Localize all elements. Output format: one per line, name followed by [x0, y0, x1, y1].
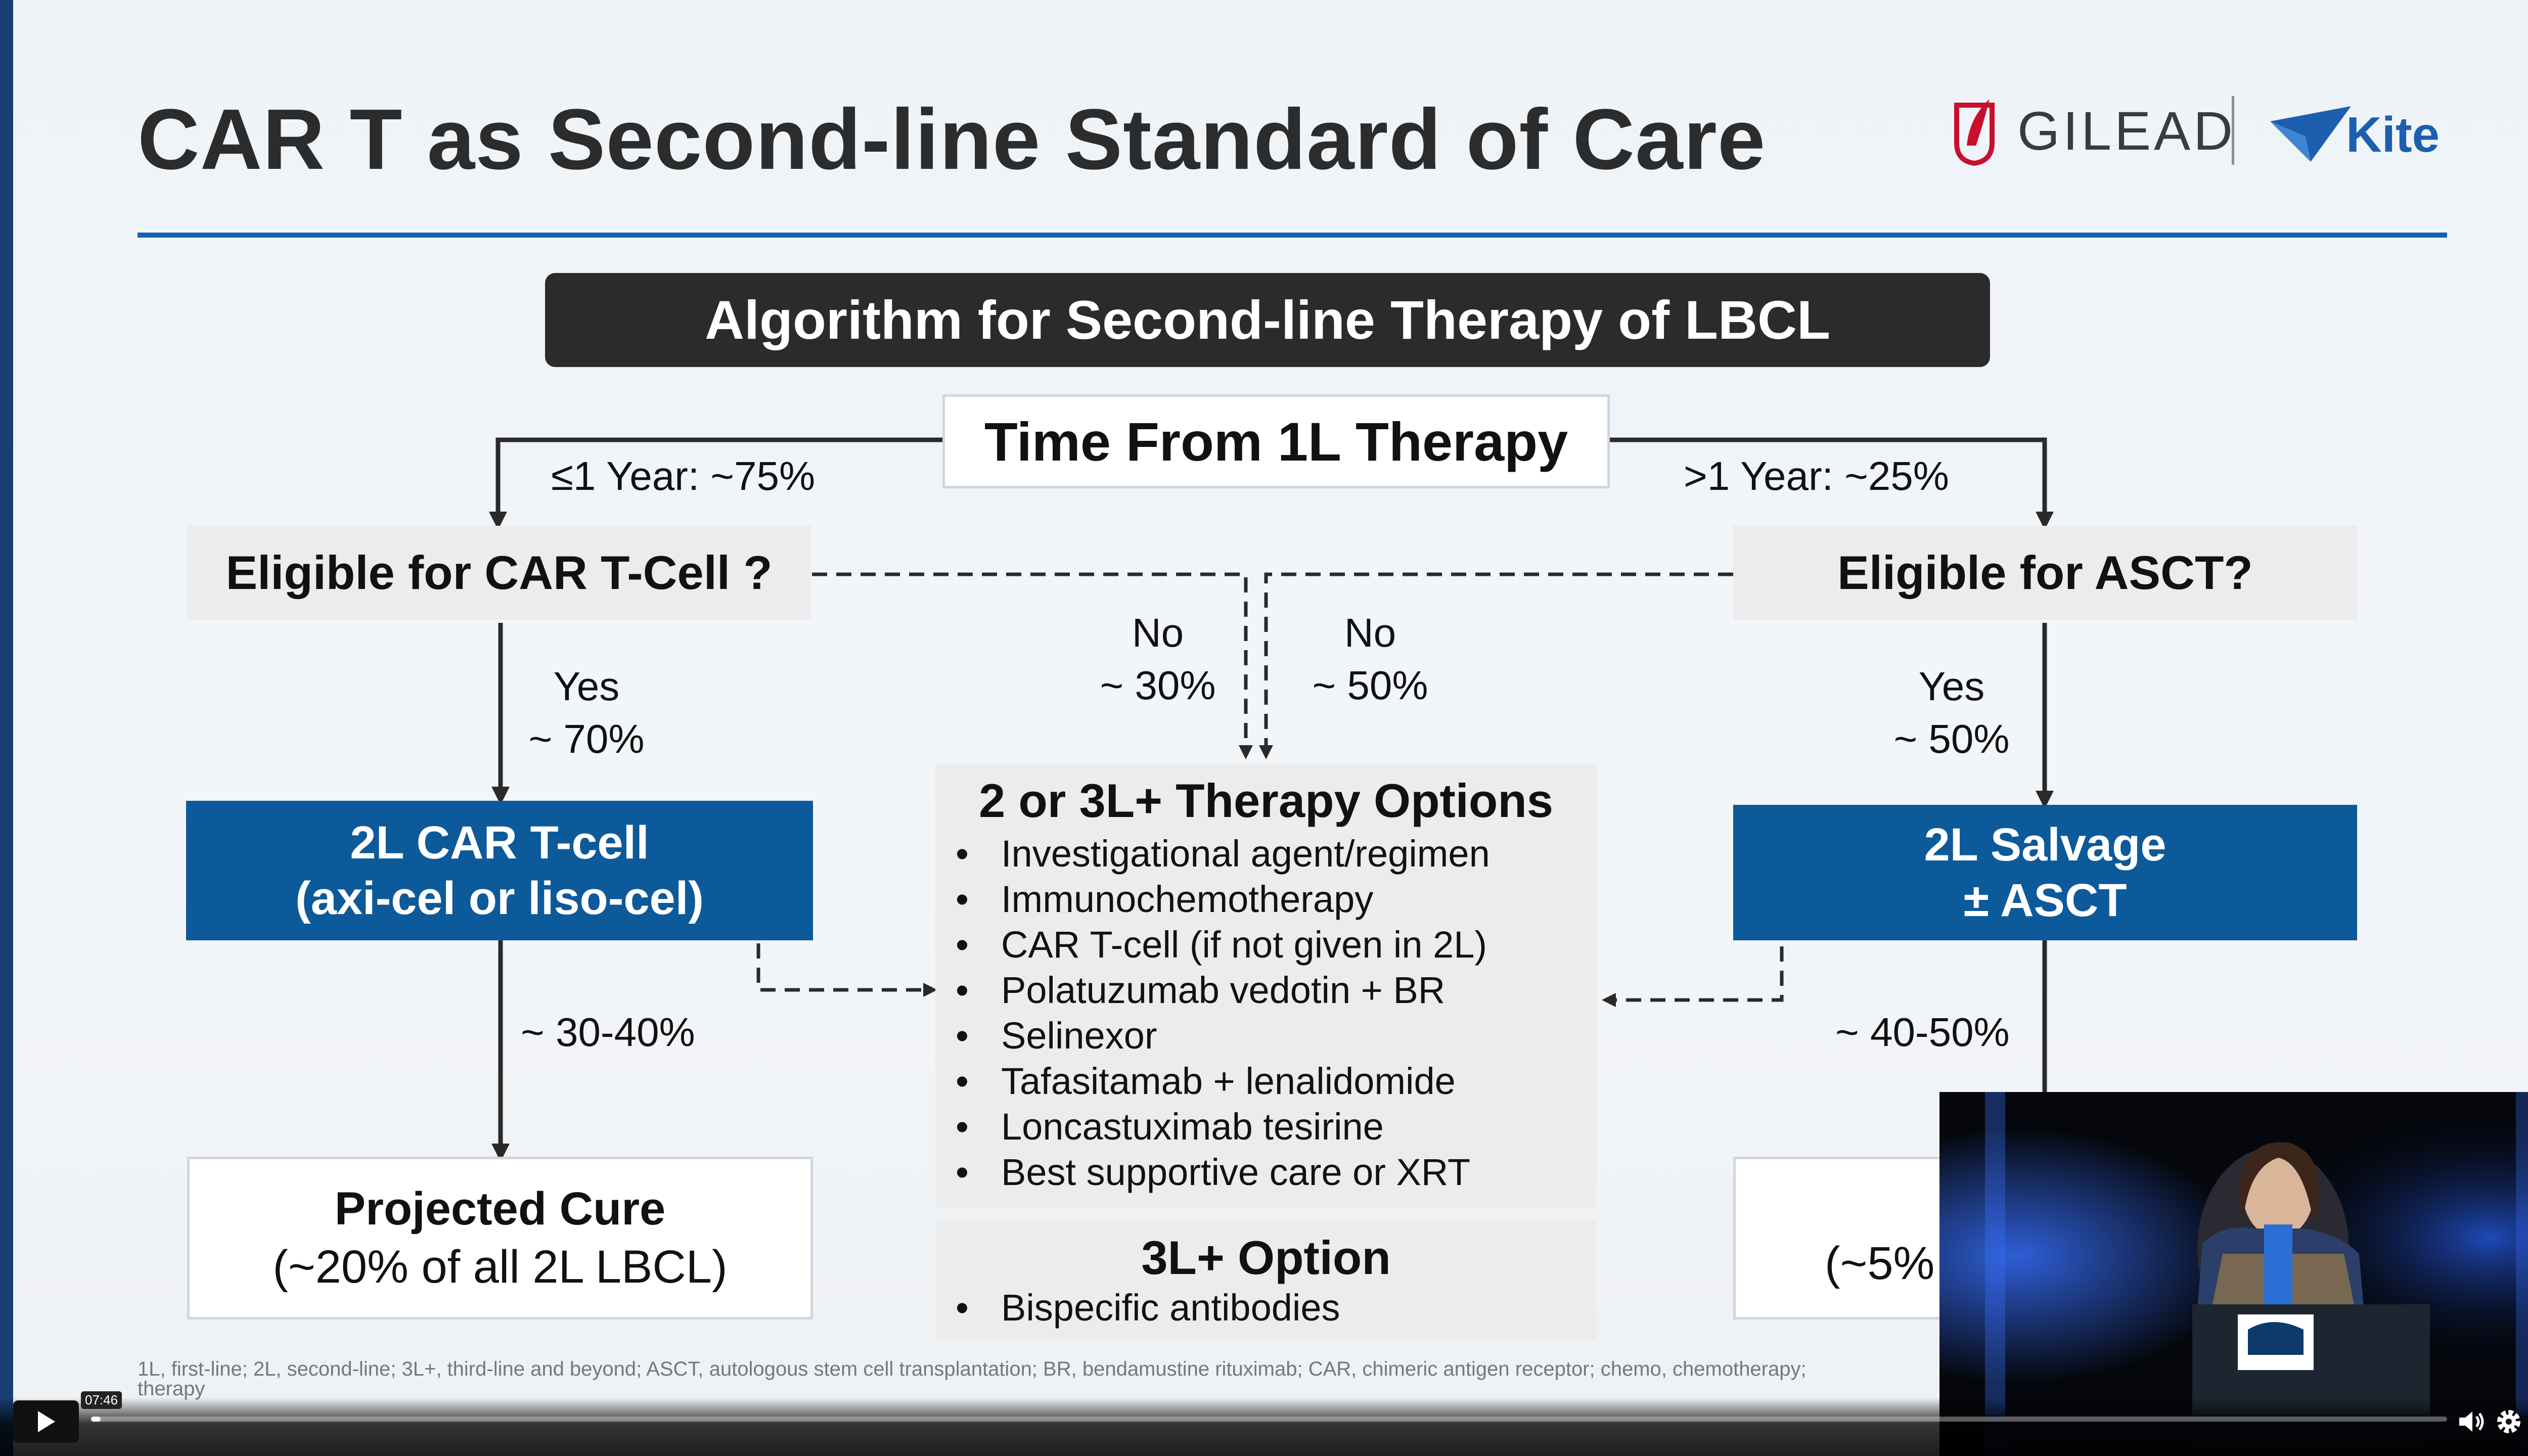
therapy-option-item: Immunochemotherapy — [935, 877, 1597, 922]
slide-footnote: 1L, first-line; 2L, second-line; 3L+, th… — [138, 1358, 1807, 1400]
connector-time-left — [489, 437, 942, 530]
connector-time-right — [1610, 437, 2054, 530]
gilead-logo-icon — [1954, 99, 1995, 166]
therapy-option-item: Investigational agent/regimen — [935, 831, 1597, 877]
playback-time: 07:46 — [81, 1391, 122, 1409]
connector-salvage-to-options — [1602, 946, 1784, 1007]
therapy-option-item: Best supportive care or XRT — [935, 1150, 1597, 1195]
kite-logo: Kite — [2346, 107, 2440, 162]
third-line-option-item: Bispecific antibodies — [935, 1285, 1597, 1331]
therapy-options-list: Investigational agent/regimen Immunochem… — [935, 831, 1597, 1195]
connector-no-right — [1259, 572, 1733, 759]
therapy-option-item: Polatuzumab vedotin + BR — [935, 968, 1597, 1013]
projected-cure-box: Projected Cure (~20% of all 2L LBCL) — [187, 1157, 813, 1320]
therapy-option-item: CAR T-cell (if not given in 2L) — [935, 922, 1597, 968]
left-branch-label: ≤1 Year: ~75% — [551, 453, 816, 498]
player-controls-bar — [0, 1397, 2528, 1456]
play-button[interactable] — [13, 1400, 79, 1443]
speaker-video-overlay[interactable] — [1939, 1092, 2528, 1456]
logo-divider — [2232, 96, 2234, 165]
left-accent-bar — [0, 0, 13, 1456]
eligible-asct-box: Eligible for ASCT? — [1733, 526, 2357, 620]
title-underline — [138, 233, 2447, 238]
salvage-asct-box: 2L Salvage ± ASCT — [1733, 805, 2357, 940]
progress-fill — [91, 1417, 101, 1422]
connector-car-to-options — [756, 943, 937, 997]
time-from-1l-box: Time From 1L Therapy — [942, 394, 1610, 488]
therapy-options-heading: 2 or 3L+ Therapy Options — [978, 774, 1554, 827]
settings-gear-icon[interactable] — [2493, 1405, 2525, 1438]
third-line-option-heading: 3L+ Option — [1141, 1231, 1391, 1284]
speaker-video-frame — [1939, 1092, 2528, 1456]
volume-icon[interactable] — [2455, 1405, 2488, 1438]
no-left-label: No ~ 30% — [1100, 610, 1216, 708]
third-line-option-box: 3L+ Option Bispecific antibodies — [935, 1220, 1597, 1340]
car-t-cell-2l-box: 2L CAR T-cell (axi-cel or liso-cel) — [186, 801, 813, 940]
therapy-option-item: Tafasitamab + lenalidomide — [935, 1059, 1597, 1104]
no-right-label: No ~ 50% — [1312, 610, 1428, 708]
salvage-percentage: ~ 40-50% — [1835, 1010, 2010, 1055]
yes-right-label: Yes ~ 50% — [1893, 664, 2010, 761]
car-cure-percentage: ~ 30-40% — [521, 1010, 695, 1055]
therapy-option-item: Loncastuximab tesirine — [935, 1104, 1597, 1150]
therapy-options-box: 2 or 3L+ Therapy Options Investigational… — [935, 763, 1597, 1208]
kite-logo-icon — [2270, 106, 2351, 162]
eligible-car-t-box: Eligible for CAR T-Cell ? — [187, 526, 811, 620]
slide-title: CAR T as Second-line Standard of Care — [138, 92, 1766, 188]
therapy-option-item: Selinexor — [935, 1013, 1597, 1059]
right-branch-label: >1 Year: ~25% — [1684, 453, 1949, 498]
gilead-logo: GILEAD — [2017, 100, 2236, 161]
algorithm-banner: Algorithm for Second-line Therapy of LBC… — [545, 273, 1990, 367]
progress-bar[interactable] — [91, 1417, 2447, 1422]
play-icon — [38, 1411, 55, 1432]
yes-left-label: Yes ~ 70% — [528, 664, 645, 761]
